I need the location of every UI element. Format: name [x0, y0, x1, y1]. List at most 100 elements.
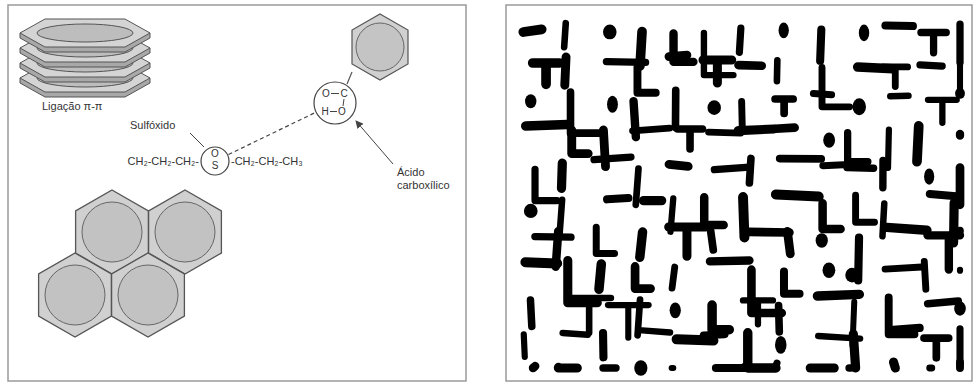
blob-dot: [816, 233, 828, 248]
bond-line: [331, 93, 339, 94]
atom-symbol: O: [322, 88, 330, 99]
blob-bar: [558, 363, 577, 373]
blob-bar: [882, 203, 884, 236]
blob-dot: [823, 262, 836, 278]
bond-line: [347, 72, 352, 84]
blob-bar: [637, 67, 655, 93]
blob-bar: [599, 264, 601, 289]
blob-bar: [776, 194, 819, 196]
blob-bar: [669, 227, 706, 256]
blob-bar: [928, 100, 957, 123]
blob-bar: [596, 227, 614, 253]
blob-bar: [924, 262, 926, 290]
blob-bar: [813, 93, 831, 94]
blob-bar: [928, 301, 959, 304]
blob-bar: [712, 305, 729, 330]
blob-bar: [535, 169, 557, 200]
blob-dot: [603, 24, 617, 39]
leader-line: [190, 133, 204, 147]
blob-bar: [572, 130, 588, 153]
blob-bar: [669, 55, 687, 57]
blob-bar: [893, 328, 919, 330]
blob-bar: [955, 93, 965, 94]
blob-bar: [564, 23, 566, 47]
blob-bar: [949, 203, 959, 243]
aromatic-ring: [39, 253, 112, 337]
blob-bar: [810, 364, 834, 373]
blob-bar: [853, 334, 855, 368]
atom-symbol: H: [321, 106, 328, 117]
blob-bar: [784, 271, 800, 293]
aromatic-circle: [45, 265, 105, 325]
bond-line: [330, 111, 337, 112]
blob-bar: [533, 366, 535, 368]
blob-dot: [607, 96, 618, 113]
blob-bar: [603, 364, 616, 371]
blob-bar: [887, 227, 927, 230]
blob-bar: [644, 196, 662, 205]
blob-bar: [594, 157, 631, 160]
blob-bar: [849, 364, 851, 372]
blob-bar: [535, 233, 571, 241]
blob-dot: [954, 301, 966, 315]
blob-dot: [524, 204, 538, 218]
blob-dot: [823, 133, 835, 148]
blob-bar: [921, 32, 946, 52]
blob-bar: [714, 167, 749, 170]
blob-dot: [859, 24, 869, 41]
blob-bar: [636, 169, 639, 205]
blob-bar: [775, 363, 777, 368]
blob-bar: [847, 164, 874, 172]
blob-bar: [738, 102, 746, 128]
blob-bar: [780, 155, 822, 163]
blob-bar: [890, 92, 908, 99]
blob-bar: [533, 63, 560, 84]
blob-bar: [710, 256, 750, 265]
aromatic-circle: [82, 202, 142, 262]
micelle-structure: [523, 22, 965, 375]
panel-frame: [506, 5, 972, 381]
blob-bar: [787, 231, 790, 253]
blob-dot: [775, 336, 787, 354]
blob-bar: [885, 267, 922, 269]
blob-bar: [930, 365, 932, 372]
blob-bar: [920, 65, 942, 66]
blob-bar: [930, 194, 959, 196]
blob-dot: [924, 168, 934, 184]
blob-bar: [526, 124, 568, 126]
group-circle: OCHO: [313, 81, 357, 125]
blob-bar: [567, 298, 610, 333]
blob-dot: [845, 268, 859, 283]
part-label: CH₂-CH₂-CH₂-: [128, 155, 199, 168]
hydrogen-bond: [229, 113, 316, 155]
blob-bar: [607, 198, 628, 199]
blob-bar: [640, 32, 642, 66]
circle-shape: [201, 147, 229, 175]
plate-ring: [37, 24, 133, 42]
blob-bar: [924, 338, 949, 358]
blob-bar: [739, 61, 762, 70]
blob-bar: [672, 365, 674, 371]
blob-bar: [956, 24, 963, 62]
blob-dot: [670, 302, 681, 318]
circle-shape: [314, 82, 356, 124]
blob-bar: [774, 60, 781, 81]
blob-bar: [677, 339, 714, 340]
blob-bar: [640, 232, 643, 257]
blob-bar: [704, 334, 725, 335]
blob-bar: [672, 267, 675, 288]
blob-bar: [775, 99, 793, 113]
atom-symbol: C: [340, 88, 347, 99]
blob-dot: [779, 22, 789, 38]
part-label: -CH₂-CH₂-CH₃: [231, 155, 303, 168]
blob-bar: [521, 334, 528, 357]
part-label: Ácido carboxílico: [397, 166, 463, 192]
aromatic-ring: [112, 253, 185, 337]
part-label: Sulfóxido: [130, 119, 175, 132]
plate-top: [20, 19, 150, 47]
blob-bar: [823, 203, 841, 229]
blob-bar: [739, 28, 740, 52]
blob-bar: [742, 366, 745, 368]
